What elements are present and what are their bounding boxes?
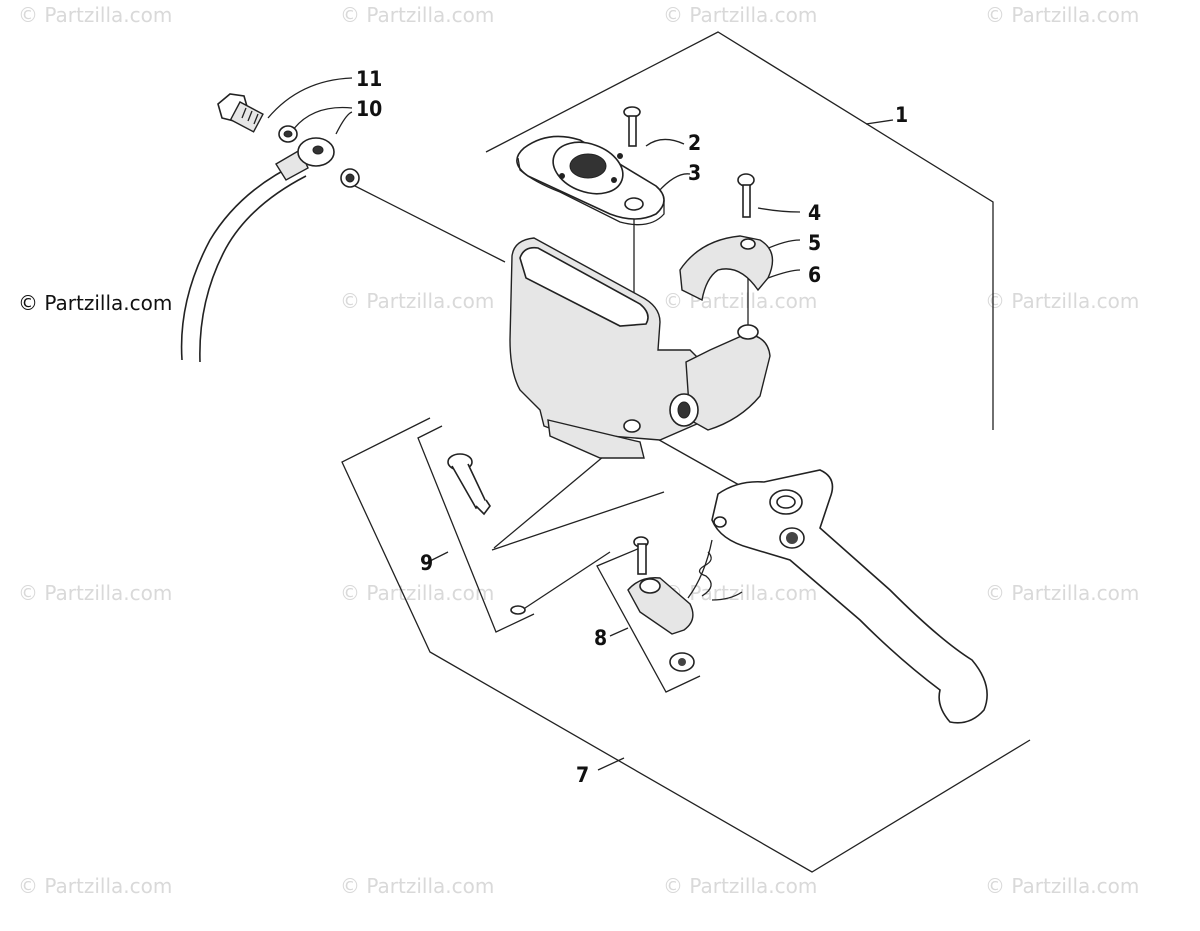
callout-7: 7 (576, 763, 589, 787)
lever-adjuster (627, 536, 712, 672)
watermark: © Partzilla.com (340, 581, 494, 605)
callout-labels: 1 2 3 4 5 6 7 8 9 10 11 (356, 67, 908, 787)
callout-8: 8 (594, 626, 607, 650)
cap-screw (623, 106, 641, 147)
watermark: © Partzilla.com (985, 581, 1139, 605)
watermark: © Partzilla.com (663, 874, 817, 898)
pivot-pin (447, 453, 526, 615)
watermarks: © Partzilla.com © Partzilla.com © Partzi… (18, 3, 1139, 898)
callout-9: 9 (420, 551, 433, 575)
watermark: © Partzilla.com (18, 581, 172, 605)
callout-1: 1 (895, 103, 908, 127)
leader-lines (267, 77, 894, 771)
assembly-bracket-1 (485, 31, 994, 430)
watermark: © Partzilla.com (663, 3, 817, 27)
brake-hose (180, 137, 335, 363)
watermark: © Partzilla.com (18, 3, 172, 27)
handlebar-clamp (679, 235, 774, 302)
reservoir-cap (516, 135, 665, 226)
watermark: © Partzilla.com (985, 289, 1139, 313)
callout-4: 4 (808, 201, 821, 225)
master-cylinder-body (509, 237, 771, 459)
callout-10: 10 (356, 97, 382, 121)
clamp-screw (737, 173, 755, 218)
watermark: © Partzilla.com (340, 289, 494, 313)
assembly-bracket-7 (341, 417, 1031, 873)
callout-3: 3 (688, 161, 701, 185)
banjo-bolt (217, 93, 264, 133)
washers (278, 125, 360, 188)
watermark: © Partzilla.com (340, 3, 494, 27)
partzilla-credit: © Partzilla.com (18, 291, 172, 315)
callout-6: 6 (808, 263, 821, 287)
watermark: © Partzilla.com (340, 874, 494, 898)
watermark: © Partzilla.com (18, 874, 172, 898)
watermark: © Partzilla.com (985, 3, 1139, 27)
assembly-bracket-9 (417, 425, 665, 633)
callout-2: 2 (688, 131, 701, 155)
watermark: © Partzilla.com (985, 874, 1139, 898)
callout-11: 11 (356, 67, 382, 91)
assembly-bracket-8 (596, 547, 701, 693)
callout-5: 5 (808, 231, 821, 255)
brake-lever (711, 469, 988, 724)
